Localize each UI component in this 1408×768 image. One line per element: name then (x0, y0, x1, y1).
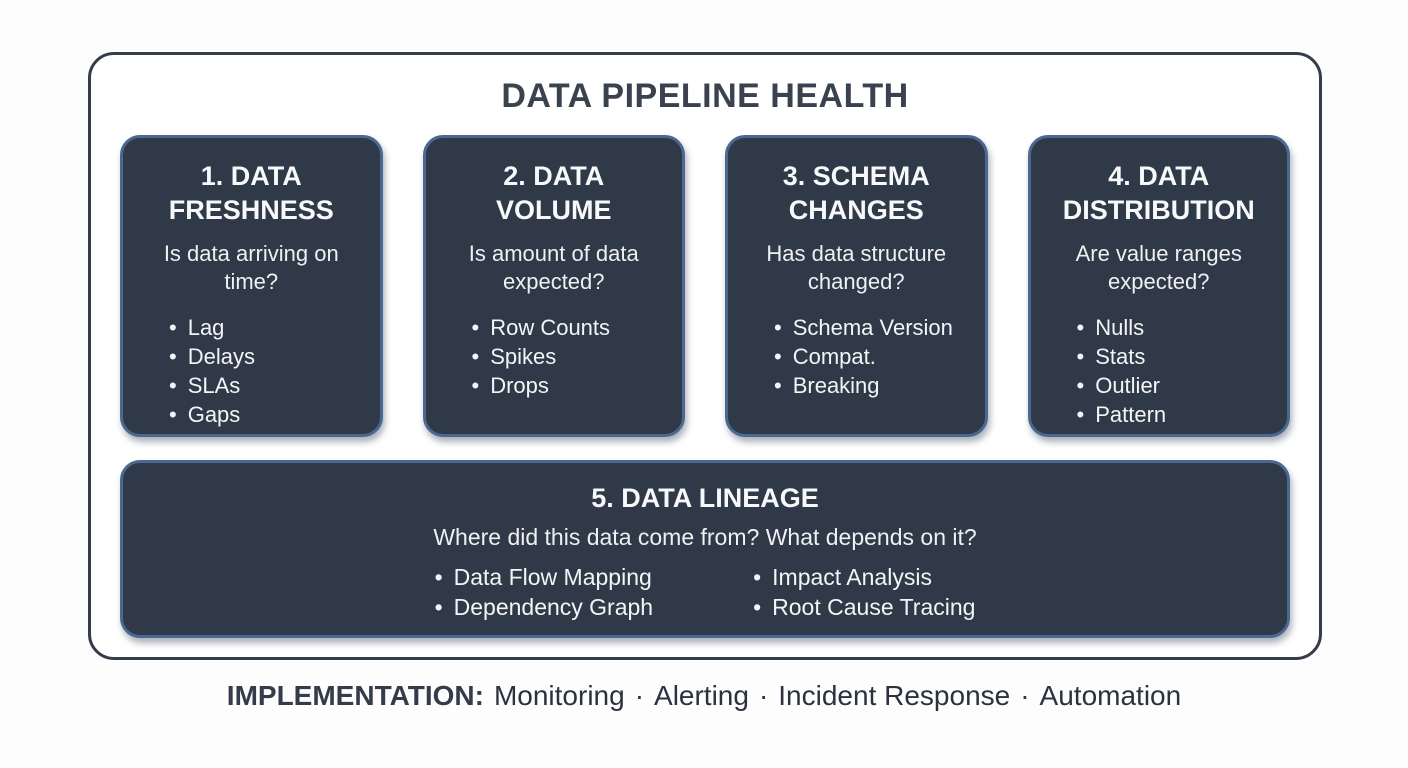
bullet-item: Compat. (774, 342, 985, 371)
lineage-column-right: Impact Analysis Root Cause Tracing (753, 563, 975, 623)
pipeline-health-panel: DATA PIPELINE HEALTH 1. DATA FRESHNESS I… (88, 52, 1322, 660)
footer-item: Incident Response (778, 680, 1011, 711)
bullet-item: SLAs (169, 371, 380, 400)
footer-separator: · (758, 680, 769, 711)
footer-separator: · (634, 680, 645, 711)
card-title: 4. DATA DISTRIBUTION (1062, 161, 1255, 225)
footer-item: Automation (1039, 680, 1182, 711)
cards-row: 1. DATA FRESHNESS Is data arriving on ti… (120, 135, 1290, 437)
card-data-lineage: 5. DATA LINEAGE Where did this data come… (120, 460, 1290, 638)
bullet-item: Data Flow Mapping (435, 563, 654, 593)
card-bullet-list: Nulls Stats Outlier Pattern (1031, 313, 1288, 430)
card-title: 3. SCHEMA CHANGES (782, 161, 930, 225)
card-question: Where did this data come from? What depe… (433, 524, 977, 550)
card-bullet-list: Lag Delays SLAs Gaps (123, 313, 380, 430)
bullet-item: Drops (472, 371, 683, 400)
lineage-bullet-columns: Data Flow Mapping Dependency Graph Impac… (123, 563, 1287, 623)
bullet-item: Outlier (1077, 371, 1288, 400)
card-title: 1. DATA FRESHNESS (168, 161, 334, 225)
card-question: Has data structure changed? (766, 240, 947, 295)
bullet-item: Row Counts (472, 313, 683, 342)
implementation-footer: IMPLEMENTATION: Monitoring · Alerting · Incid… (0, 680, 1408, 712)
card-data-freshness: 1. DATA FRESHNESS Is data arriving on ti… (120, 135, 383, 437)
bullet-item: Nulls (1077, 313, 1288, 342)
bullet-item: Breaking (774, 371, 985, 400)
card-question: Are value ranges expected? (1075, 240, 1242, 295)
bullet-item: Root Cause Tracing (753, 593, 975, 623)
card-question: Is amount of data expected? (468, 240, 639, 295)
lineage-column-left: Data Flow Mapping Dependency Graph (435, 563, 654, 623)
card-bullet-list: Schema Version Compat. Breaking (728, 313, 985, 401)
card-schema-changes: 3. SCHEMA CHANGES Has data structure cha… (725, 135, 988, 437)
card-title: 5. DATA LINEAGE (591, 483, 819, 513)
bullet-item: Spikes (472, 342, 683, 371)
card-data-distribution: 4. DATA DISTRIBUTION Are value ranges ex… (1027, 135, 1290, 437)
card-title: 2. DATA VOLUME (495, 161, 612, 225)
footer-item: Alerting (654, 680, 749, 711)
card-bullet-list: Row Counts Spikes Drops (426, 313, 683, 401)
implementation-label: IMPLEMENTATION: (226, 680, 484, 711)
bullet-item: Impact Analysis (753, 563, 975, 593)
page-title: DATA PIPELINE HEALTH (501, 77, 909, 115)
bullet-item: Schema Version (774, 313, 985, 342)
bullet-item: Stats (1077, 342, 1288, 371)
bullet-item: Dependency Graph (435, 593, 653, 623)
card-question: Is data arriving on time? (163, 240, 339, 295)
bullet-item: Delays (169, 342, 380, 371)
footer-item: Monitoring (493, 680, 625, 711)
card-data-volume: 2. DATA VOLUME Is amount of data expecte… (422, 135, 685, 437)
footer-separator: · (1020, 680, 1030, 711)
bullet-item: Lag (169, 313, 380, 342)
bullet-item: Pattern (1077, 400, 1288, 429)
bullet-item: Gaps (169, 400, 380, 429)
